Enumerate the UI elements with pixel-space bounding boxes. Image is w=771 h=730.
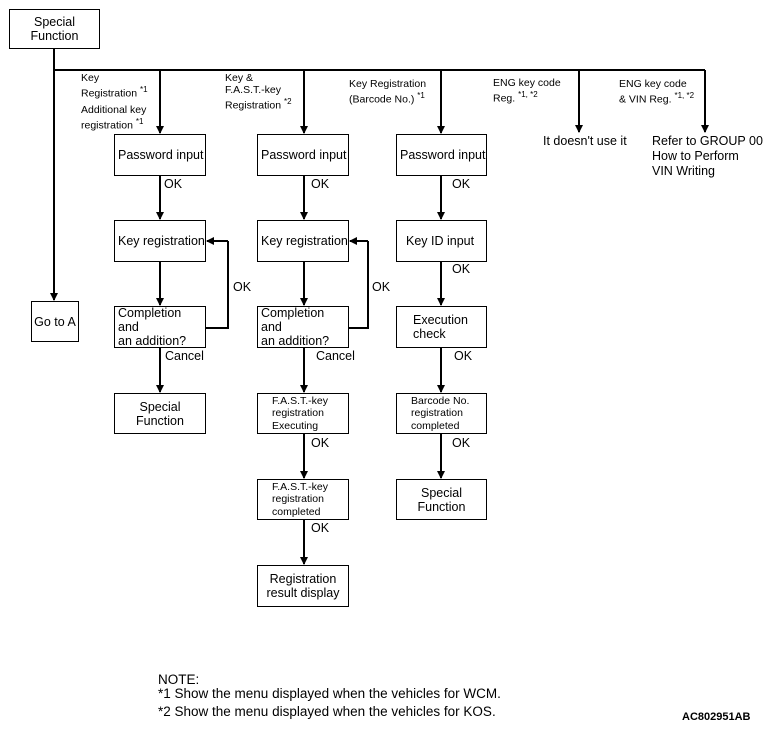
c2-password-input-box: Password input [257,134,349,176]
c1-password-input-box: Password input [114,134,206,176]
note-2: *2 Show the menu displayed when the vehi… [158,704,496,719]
branch1-label-key: Key [81,72,100,84]
c1-special-function-box: Special Function [114,393,206,434]
c1-ok-label-1: OK [164,177,183,191]
refer-group-text: Refer to GROUP 00 How to Perform VIN Wri… [652,134,763,178]
c3-ok-label-2: OK [452,262,471,276]
c2-completion-box: Completion and an addition? [257,306,349,348]
note-1: *1 Show the menu displayed when the vehi… [158,686,501,701]
c2-ok-label-2: OK [311,436,330,450]
c1-completion-box: Completion and an addition? [114,306,206,348]
c1-key-registration-box: Key registration [114,220,206,262]
c3-ok-label-1: OK [452,177,471,191]
branch5-label-vin-reg: & VIN Reg. *1, *2 [619,91,695,106]
branch4-label-reg: Reg. *1, *2 [493,90,538,105]
branch2-label-key-and: Key & [225,72,254,84]
c3-key-id-input-box: Key ID input [396,220,487,262]
c1-cancel-label: Cancel [165,349,204,363]
c2-ok-loop-label: OK [372,280,391,294]
note-heading: NOTE: [158,672,200,687]
footnote-mark: *2 [283,97,292,106]
branch2-label-registration: Registration *2 [225,97,292,112]
c3-ok-label-3: OK [454,349,473,363]
no-use-text: It doesn't use it [543,134,627,148]
branch3-label-barcode: (Barcode No.) *1 [349,91,425,106]
figure-code: AC802951AB [682,711,751,723]
c1-ok-loop-label: OK [233,280,252,294]
footnote-mark: *1 [139,85,148,94]
c2-ok-label-3: OK [311,521,330,535]
c3-special-function-box: Special Function [396,479,487,520]
branch1-label-additional-registration: registration *1 [81,117,144,132]
c2-key-registration-box: Key registration [257,220,349,262]
branch2-label-fast-key: F.A.S.T.-key [225,84,282,96]
c2-ok-label-1: OK [311,177,330,191]
c2-cancel-label: Cancel [316,349,355,363]
footnote-mark: *1, *2 [518,90,538,99]
branch3-label-key-registration: Key Registration [349,78,427,90]
c2-registration-result-box: Registration result display [257,565,349,607]
c2-ok-loop [349,241,369,329]
c3-password-input-box: Password input [396,134,487,176]
c3-execution-check-box: Execution check [396,306,487,348]
footnote-mark: *1 [135,117,144,126]
goto-a-box: Go to A [31,301,79,342]
c2-fast-key-completed-box: F.A.S.T.-key registration completed [257,479,349,520]
branch5-label-eng-key-code: ENG key code [619,78,687,90]
branch1-label-additional: Additional key [81,104,147,116]
c1-ok-loop [206,241,229,329]
footnote-mark: *1, *2 [674,91,695,100]
c3-barcode-completed-box: Barcode No. registration completed [396,393,487,434]
root-special-function-box: Special Function [9,9,100,49]
footnote-mark: *1 [417,91,425,100]
branch1-label-registration: Registration *1 [81,85,148,100]
c2-fast-key-executing-box: F.A.S.T.-key registration Executing [257,393,349,434]
c3-ok-label-4: OK [452,436,471,450]
branch4-label-eng-key-code: ENG key code [493,77,561,89]
